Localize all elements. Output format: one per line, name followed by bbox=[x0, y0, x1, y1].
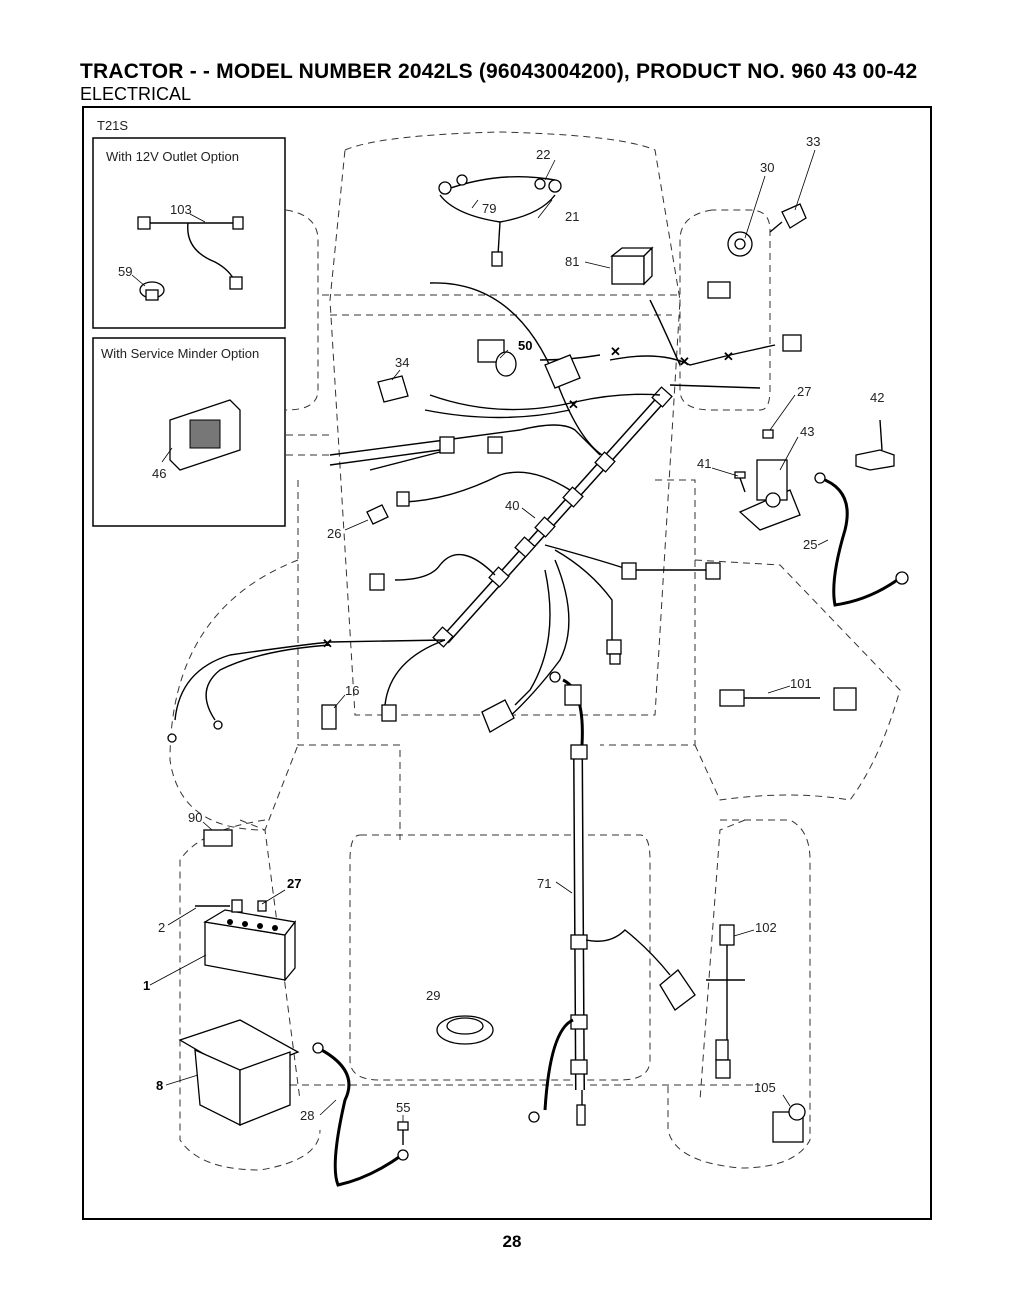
callout-102: 102 bbox=[755, 920, 777, 935]
inset-service-minder: With Service Minder Option bbox=[92, 337, 286, 527]
callout-33: 33 bbox=[806, 134, 820, 149]
callout-34: 34 bbox=[395, 355, 409, 370]
battery-cable-25 bbox=[814, 472, 909, 607]
callout-27-battery: 27 bbox=[287, 876, 301, 891]
rocker-switch-icon bbox=[377, 375, 409, 403]
callout-16: 16 bbox=[345, 683, 359, 698]
ignition-key-icon bbox=[769, 203, 807, 233]
callout-43: 43 bbox=[800, 424, 814, 439]
callout-50: 50 bbox=[518, 338, 532, 353]
callout-22: 22 bbox=[536, 147, 550, 162]
switch-105-icon bbox=[772, 1103, 806, 1143]
seat-switch-icon bbox=[321, 704, 397, 730]
solenoid-icon bbox=[738, 429, 801, 531]
svg-text:✕: ✕ bbox=[679, 354, 690, 369]
inset-12v-outlet: With 12V Outlet Option bbox=[92, 137, 286, 329]
svg-text:✕: ✕ bbox=[568, 397, 579, 412]
decal-icon bbox=[544, 354, 581, 389]
callout-42: 42 bbox=[870, 390, 884, 405]
ground-screw-icon bbox=[397, 1121, 409, 1145]
callout-105: 105 bbox=[754, 1080, 776, 1095]
callout-labels: T21S 103 59 46 22 79 21 81 30 33 50 34 2… bbox=[97, 118, 884, 1123]
battery-cable-28 bbox=[312, 1042, 409, 1187]
screw-icon bbox=[734, 471, 746, 493]
callout-1: 1 bbox=[143, 978, 150, 993]
relay-icon bbox=[610, 246, 654, 286]
callout-55: 55 bbox=[396, 1100, 410, 1115]
callout-81: 81 bbox=[565, 254, 579, 269]
ignition-switch-icon bbox=[727, 231, 753, 257]
indicator-icon bbox=[719, 687, 857, 711]
callout-21: 21 bbox=[565, 209, 579, 224]
svg-text:✕: ✕ bbox=[610, 344, 621, 359]
callout-30: 30 bbox=[760, 160, 774, 175]
inset-12v-label: With 12V Outlet Option bbox=[106, 149, 239, 164]
callout-103: 103 bbox=[170, 202, 192, 217]
battery-tray-icon bbox=[178, 1019, 300, 1127]
callout-8: 8 bbox=[156, 1078, 163, 1093]
callout-25: 25 bbox=[803, 537, 817, 552]
callout-79: 79 bbox=[482, 201, 496, 216]
power-outlet-icon bbox=[139, 281, 165, 301]
headlight-harness-icon bbox=[438, 174, 562, 267]
callout-46: 46 bbox=[152, 466, 166, 481]
diode-icon bbox=[203, 829, 233, 847]
connector-icon bbox=[229, 276, 243, 290]
switch-102-icon bbox=[706, 924, 745, 1079]
bolt-icon bbox=[195, 899, 267, 913]
callout-26: 26 bbox=[327, 526, 341, 541]
callout-71: 71 bbox=[537, 876, 551, 891]
grommet-icon bbox=[436, 1015, 494, 1045]
callout-2: 2 bbox=[158, 920, 165, 935]
connector-block-icon bbox=[707, 281, 802, 352]
svg-text:✕: ✕ bbox=[322, 636, 333, 651]
diagram-frame bbox=[82, 106, 932, 1220]
battery-icon bbox=[203, 909, 297, 982]
terminal-boot-icon bbox=[855, 419, 895, 471]
callout-90: 90 bbox=[188, 810, 202, 825]
connector-icon bbox=[232, 216, 244, 230]
fuse-icon bbox=[366, 504, 389, 525]
tractor-outline bbox=[169, 131, 901, 1171]
cable-lug-icon bbox=[167, 671, 561, 743]
connector-icon bbox=[137, 216, 151, 230]
diagram-code: T21S bbox=[97, 118, 128, 133]
connector-71-icon bbox=[528, 969, 696, 1123]
callout-29: 29 bbox=[426, 988, 440, 1003]
interlock-switch-icon bbox=[481, 684, 582, 733]
callout-28: 28 bbox=[300, 1108, 314, 1123]
callout-59: 59 bbox=[118, 264, 132, 279]
section-subtitle: ELECTRICAL bbox=[80, 84, 192, 104]
page-title: TRACTOR - - MODEL NUMBER 2042LS (9604300… bbox=[80, 60, 918, 83]
plug-icon bbox=[369, 491, 622, 665]
pto-switch-icon bbox=[477, 339, 517, 377]
callout-101: 101 bbox=[790, 676, 812, 691]
svg-text:✕: ✕ bbox=[723, 349, 734, 364]
callout-27: 27 bbox=[797, 384, 811, 399]
callout-40: 40 bbox=[505, 498, 519, 513]
harness-71 bbox=[543, 678, 671, 1126]
page-number: 28 bbox=[502, 1232, 522, 1251]
leader-lines bbox=[149, 149, 829, 1122]
service-minder-display-icon bbox=[169, 399, 241, 471]
inset-service-label: With Service Minder Option bbox=[101, 346, 259, 361]
callout-41: 41 bbox=[697, 456, 711, 471]
